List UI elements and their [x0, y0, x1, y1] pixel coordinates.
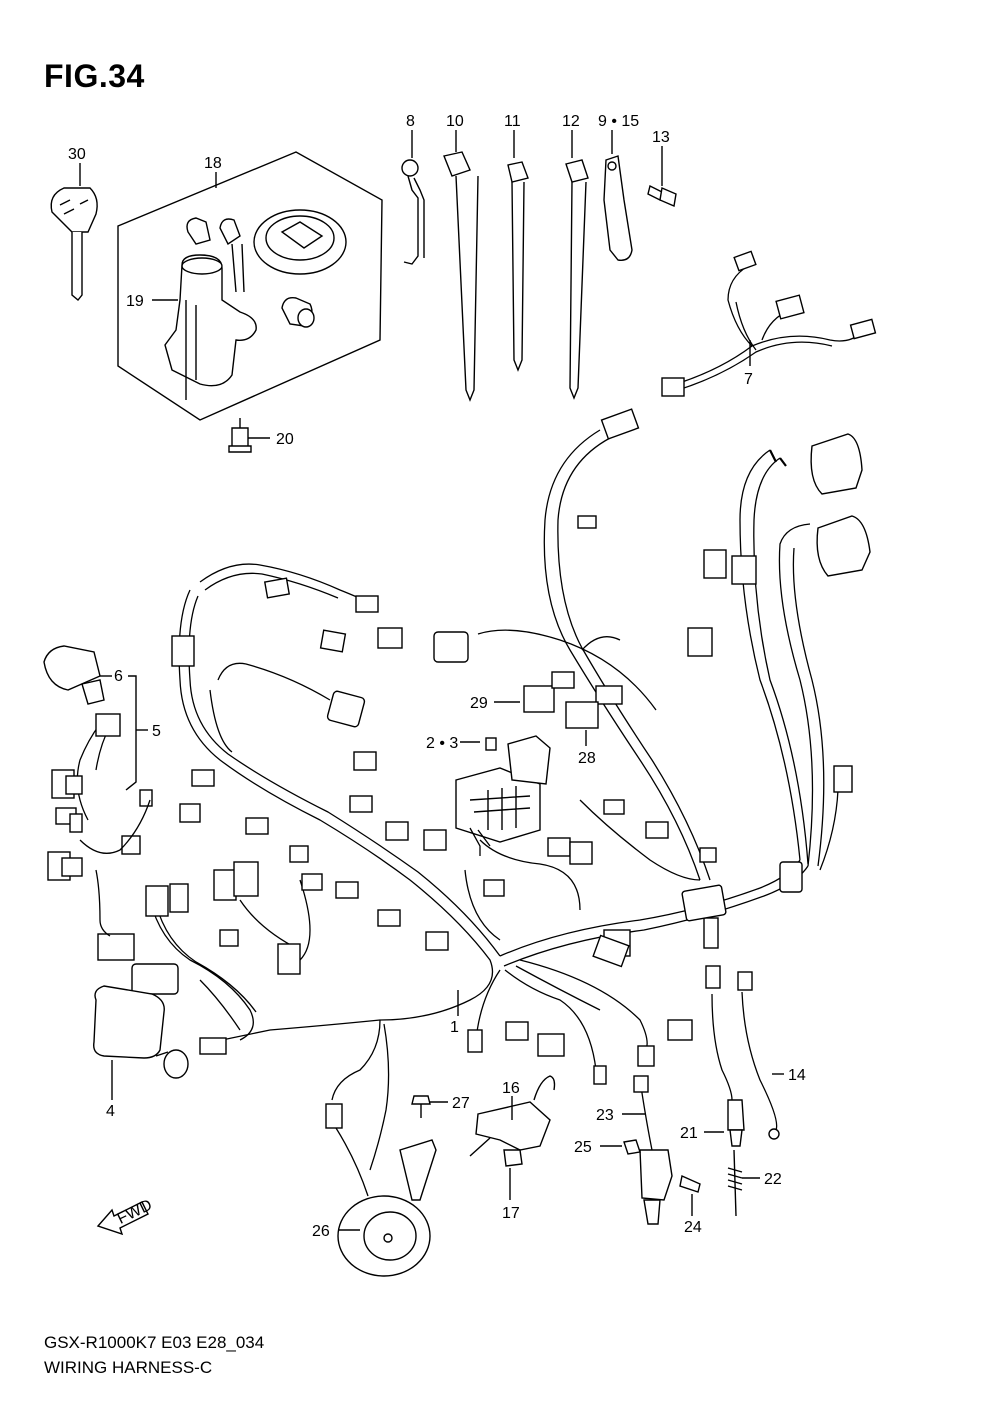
- callout-30: 30: [68, 146, 86, 163]
- brake-switch-parts: [623, 1075, 701, 1225]
- callout-6: 6: [114, 668, 123, 685]
- callout-8: 8: [406, 113, 415, 130]
- callout-5: 5: [152, 723, 161, 740]
- callout-14: 14: [788, 1067, 806, 1084]
- callout-13: 13: [652, 129, 670, 146]
- callout-9-15: 9 • 15: [598, 113, 639, 130]
- sub-harness-part: [661, 250, 877, 397]
- callout-22: 22: [764, 1171, 782, 1188]
- left-switch-harness-part: [43, 645, 153, 937]
- callout-25: 25: [574, 1139, 592, 1156]
- callout-labels: 30 18 19 20 8 10 11 12 9 • 15 13 7 6 5 2…: [68, 113, 806, 1240]
- figure-title: FIG.34: [44, 58, 145, 94]
- callout-21: 21: [680, 1125, 698, 1142]
- fuse-box-part: [455, 735, 551, 856]
- callout-17: 17: [502, 1205, 520, 1222]
- harness-connectors: [97, 408, 871, 1085]
- callout-16: 16: [502, 1080, 520, 1097]
- callout-11: 11: [504, 113, 521, 130]
- callout-7: 7: [744, 371, 753, 388]
- callout-19: 19: [126, 293, 144, 310]
- callout-10: 10: [446, 113, 464, 130]
- model-code: GSX-R1000K7 E03 E28_034: [44, 1333, 265, 1352]
- callout-29: 29: [470, 695, 488, 712]
- callout-18: 18: [204, 155, 222, 172]
- callout-12: 12: [562, 113, 580, 130]
- clamps-and-ties-parts: [401, 151, 677, 402]
- rubber-boot-part: [93, 985, 189, 1079]
- leader-lines: [79, 130, 784, 1231]
- forward-direction-arrow: FWD: [96, 1197, 155, 1236]
- ignition-switch-set-part: [117, 151, 383, 453]
- callout-23: 23: [596, 1107, 614, 1124]
- diagram-caption: WIRING HARNESS-C: [44, 1358, 213, 1377]
- callout-24: 24: [684, 1219, 702, 1236]
- fwd-label: FWD: [115, 1197, 155, 1228]
- bracket-parts: [411, 1075, 556, 1167]
- callout-28: 28: [578, 750, 596, 767]
- callout-1: 1: [450, 1019, 459, 1036]
- callout-26: 26: [312, 1223, 330, 1240]
- sensor-leads-parts: [711, 991, 780, 1217]
- callout-20: 20: [276, 431, 294, 448]
- callout-2-3: 2 • 3: [426, 735, 458, 752]
- callout-27: 27: [452, 1095, 470, 1112]
- horn-part: [325, 1103, 437, 1277]
- ignition-key-part: [50, 187, 98, 301]
- callout-4: 4: [106, 1103, 115, 1120]
